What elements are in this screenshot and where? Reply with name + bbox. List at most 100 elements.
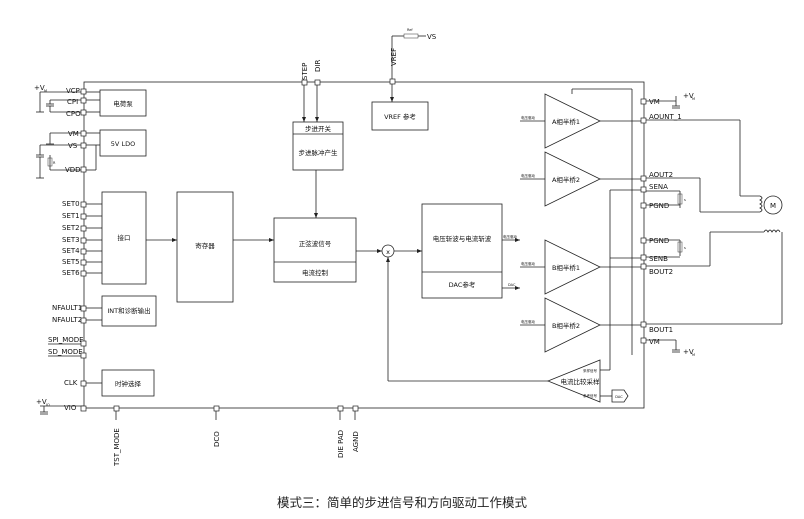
pin-aout2: AOUT2 [649,171,673,179]
sense-signal-label: 采样信号 [583,368,597,373]
sine-signal-label: 正弦波信号 [299,239,332,248]
pin-sd-mode: SD_MODE [48,348,83,356]
left-pin-squares [80,88,87,412]
chopper-dac-label: DAC [508,283,516,287]
clock-select-label: 时钟选择 [115,379,142,388]
pin-nfault1: NFAULT1 [52,304,82,312]
register-label: 寄存器 [195,241,215,250]
vio-supply-label: +V [36,398,47,406]
bottom-pin-squares [113,405,359,412]
vref-resistor-label: Ref [407,28,413,32]
b-bridge2-input-label: 电压驱动 [521,319,535,324]
dac-ref-label: DAC参考 [449,280,476,289]
vm-right-bottom-sub: M [692,353,695,357]
left-pin-lines [48,343,84,357]
step-block [292,121,344,171]
pin-aount1: AOUNT_1 [649,113,682,121]
b-bridge1-input-label: 电压驱动 [521,261,535,266]
left-internal-lines [86,91,102,384]
diagram-caption: 模式三：简单的步进信号和方向驱动工作模式 [277,495,528,510]
a-bridge2-label: A相半桥2 [552,175,580,184]
vref-ref-block [371,101,429,131]
chopper-gate-label: 电压驱动 [503,234,517,239]
charge-pump-block [99,89,147,117]
chopper-output-marks: 电压驱动 DAC [502,234,520,290]
a-bridge2: A相半桥2 电压驱动 [520,151,601,207]
pin-dir: DIR [314,60,322,72]
vm-right-top-sub: M [692,97,695,101]
pin-vcp: VCP [66,87,80,95]
a-bridge1-input-label: 电压驱动 [521,115,535,120]
pin-clk: CLK [64,379,78,387]
pin-vs-left: VS [68,142,78,150]
b-bridge2: B相半桥2 电压驱动 [520,297,601,353]
pin-agnd: AGND [352,431,360,452]
pin-bout1: BOUT1 [649,326,673,334]
bottom-pin-lines [115,411,356,420]
ref-signal-label: 参考信号 [583,393,597,398]
pin-set1: SET1 [62,212,80,220]
right-pin-squares [640,98,647,344]
vio-supply-sub: IO [46,403,50,407]
sine-multiplier-link [356,249,382,253]
sine-block [273,217,357,283]
pin-dco: DCO [213,431,221,447]
pin-sena: SENA [649,183,668,191]
pin-set4: SET4 [62,247,80,255]
vdd-resistor-label: R [53,161,56,165]
pin-tst-mode: TST_MODE [113,428,121,467]
pin-step: STEP [301,63,309,80]
pin-set6: SET6 [62,269,80,277]
pin-set5: SET5 [62,258,80,266]
right-external-wiring [646,96,783,353]
interface-label: 接口 [118,233,131,242]
vref-ref-label: VREF 参考 [384,112,416,121]
vm-supply-symbol: +V M [34,84,84,113]
pin-set3: SET3 [62,236,80,244]
clock-select-block [101,369,155,397]
multiplier-label: x [386,248,390,256]
pin-senb: SENB [649,255,668,263]
pin-vdd: VDD [65,166,81,174]
vm-supply-sub: M [44,89,47,93]
pin-cpi: CPI [67,98,78,106]
interface-block [101,191,147,285]
pin-spi-mode: SPI_MODE [48,336,84,344]
b-bridge1: B相半桥1 电压驱动 [520,239,601,295]
rs-a-label: s [684,198,686,202]
pin-vio: VIO [64,404,77,412]
charge-pump-label: 电荷泵 [113,99,133,108]
current-control-label: 电流控制 [302,268,329,277]
step-switch-label: 步进开关 [305,124,332,133]
pin-pgnd-a: PGND [649,202,669,210]
vm-supply-label: +V [34,84,45,92]
pin-vm-right-top: VM [649,98,660,106]
pin-vref: VREF [390,48,398,66]
vref-input [389,33,426,102]
vm-right-top-supply: +V [683,92,694,100]
chopper-label: 电压斩波与电流斩波 [433,234,492,243]
int-diag-block [101,295,157,327]
vref-vs-label: VS [427,33,437,41]
b-bridge1-label: B相半桥1 [552,263,580,272]
a-bridge1-label: A相半桥1 [552,117,580,126]
pin-set0: SET0 [62,200,80,208]
left-capacitors: R [36,99,84,179]
a-bridge2-input-label: 电压驱动 [521,173,535,178]
multiplier-chopper-link [386,249,548,382]
register-block [176,191,234,303]
current-sense-label: 电流比较采样 [561,377,601,386]
pin-vm-right-bottom: VM [649,338,660,346]
a-bridge1: A相半桥1 电压驱动 [520,93,601,149]
b-bridge2-label: B相半桥2 [552,321,580,330]
sense-links [600,360,612,397]
motor-coil-a [759,195,763,213]
pin-bout2: BOUT2 [649,268,673,276]
pin-nfault2: NFAULT2 [52,316,82,324]
vm-right-bottom-supply: +V [683,348,694,356]
pin-pgnd-b: PGND [649,237,669,245]
bridge-rails [571,88,644,360]
dac-label: DAC [615,395,623,399]
